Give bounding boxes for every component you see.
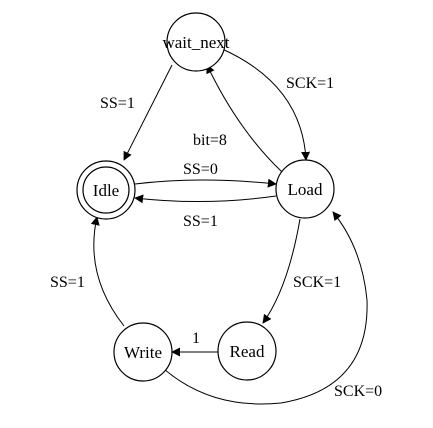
label-load-to-wait-next: bit=8 (193, 132, 227, 149)
edge-write-to-load (163, 211, 368, 405)
edge-load-to-read (262, 218, 301, 324)
state-wait-next-label: wait_next (162, 33, 229, 52)
label-wait-next-to-idle: SS=1 (100, 95, 135, 112)
edge-load-to-wait-next (206, 64, 283, 173)
state-write: Write (113, 322, 173, 382)
edge-load-to-idle (134, 194, 277, 204)
label-read-to-write: 1 (192, 330, 200, 347)
label-write-to-load: SCK=0 (334, 383, 382, 400)
label-load-to-idle: SS=1 (183, 213, 218, 230)
state-read: Read (217, 321, 277, 381)
label-wait-next-to-load: SCK=1 (286, 75, 334, 92)
state-load: Load (275, 159, 335, 219)
label-write-to-idle: SS=1 (50, 274, 85, 291)
edge-write-to-idle (90, 216, 125, 327)
state-idle: Idle (76, 160, 136, 220)
label-load-to-read: SCK=1 (293, 274, 341, 291)
state-wait-next: wait_next (162, 12, 230, 72)
state-load-label: Load (288, 180, 323, 199)
edge-wait-next-to-load (219, 47, 311, 161)
label-idle-to-load: SS=0 (183, 161, 218, 178)
state-idle-label: Idle (93, 181, 119, 200)
state-write-label: Write (124, 343, 162, 362)
edge-wait-next-to-idle (123, 64, 173, 161)
state-read-label: Read (230, 342, 265, 361)
edge-idle-to-load (134, 178, 277, 188)
